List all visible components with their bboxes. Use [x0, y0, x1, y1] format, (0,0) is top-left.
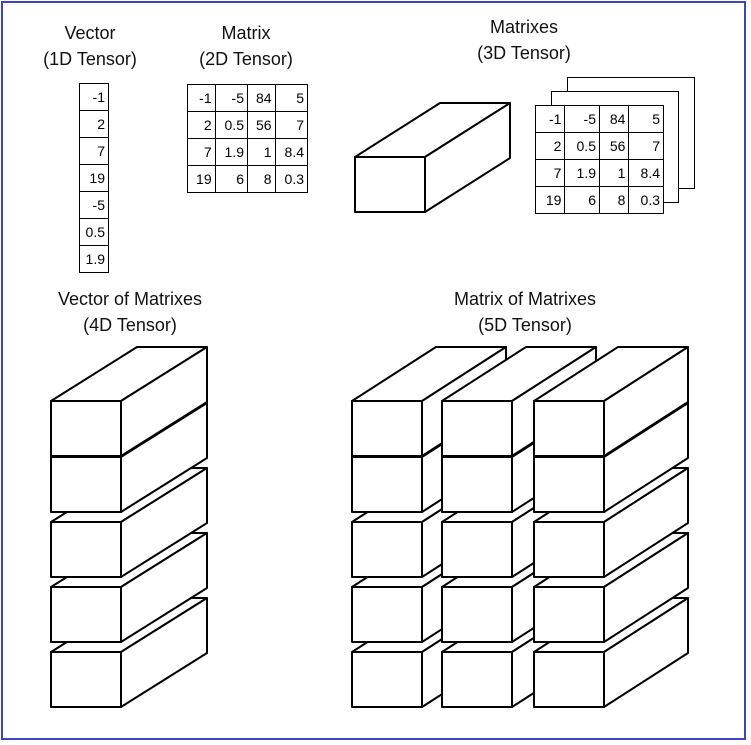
matrix-cell: 84	[598, 105, 630, 133]
matrix-cell: 84	[246, 84, 276, 112]
matrix-cell: 6	[214, 165, 248, 193]
matrix-cell: 0.3	[628, 186, 664, 214]
matrix-cell: 2	[534, 132, 566, 160]
matrix-cell: 1.9	[214, 138, 248, 166]
5d-tensor-grid	[351, 346, 689, 708]
matrix-cell: 6	[564, 186, 600, 214]
matrix-cell: 7	[534, 159, 566, 187]
matrix-cell: 8.4	[628, 159, 664, 187]
vector-cell: 19	[79, 164, 109, 192]
vector-row: 1.9	[79, 245, 109, 273]
vector-cell: 1.9	[79, 245, 109, 273]
grid-box	[533, 346, 689, 457]
4d-tensor-stack	[50, 346, 208, 708]
matrix-cell: 7	[628, 132, 664, 160]
matrix-cell: 1.9	[564, 159, 600, 187]
vector-cell: 2	[79, 110, 109, 138]
matrix-cell: 0.3	[274, 165, 309, 193]
matrix-cell: 1	[598, 159, 630, 187]
vector-cell: 0.5	[79, 218, 109, 246]
vector-cell: -5	[79, 191, 109, 219]
vector-row: 0.5	[79, 218, 109, 246]
matrix-cell: 8	[246, 165, 276, 193]
matrix-cell: 7	[274, 111, 309, 139]
tensor-box	[354, 102, 511, 213]
matrix-cell: 5	[274, 84, 309, 112]
matrix-title: Matrix(2D Tensor)	[199, 23, 293, 69]
matrix-cell: 19	[534, 186, 566, 214]
vector-row: 2	[79, 110, 109, 138]
matrix-cell: 0.5	[214, 111, 248, 139]
vector-title: Vector(1D Tensor)	[43, 23, 137, 69]
matrix-cell: 5	[628, 105, 664, 133]
vector-row: -5	[79, 191, 109, 219]
3d-tensor-box	[354, 102, 511, 213]
matrix-of-matrixes-title: Matrix of Matrixes(5D Tensor)	[453, 289, 597, 335]
matrixes-title: Matrixes(3D Tensor)	[477, 17, 571, 63]
vector-row: 19	[79, 164, 109, 192]
vector-of-matrixes-title: Vector of Matrixes(4D Tensor)	[57, 289, 203, 335]
matrix-cell: 8	[598, 186, 630, 214]
stack-box	[50, 346, 208, 457]
